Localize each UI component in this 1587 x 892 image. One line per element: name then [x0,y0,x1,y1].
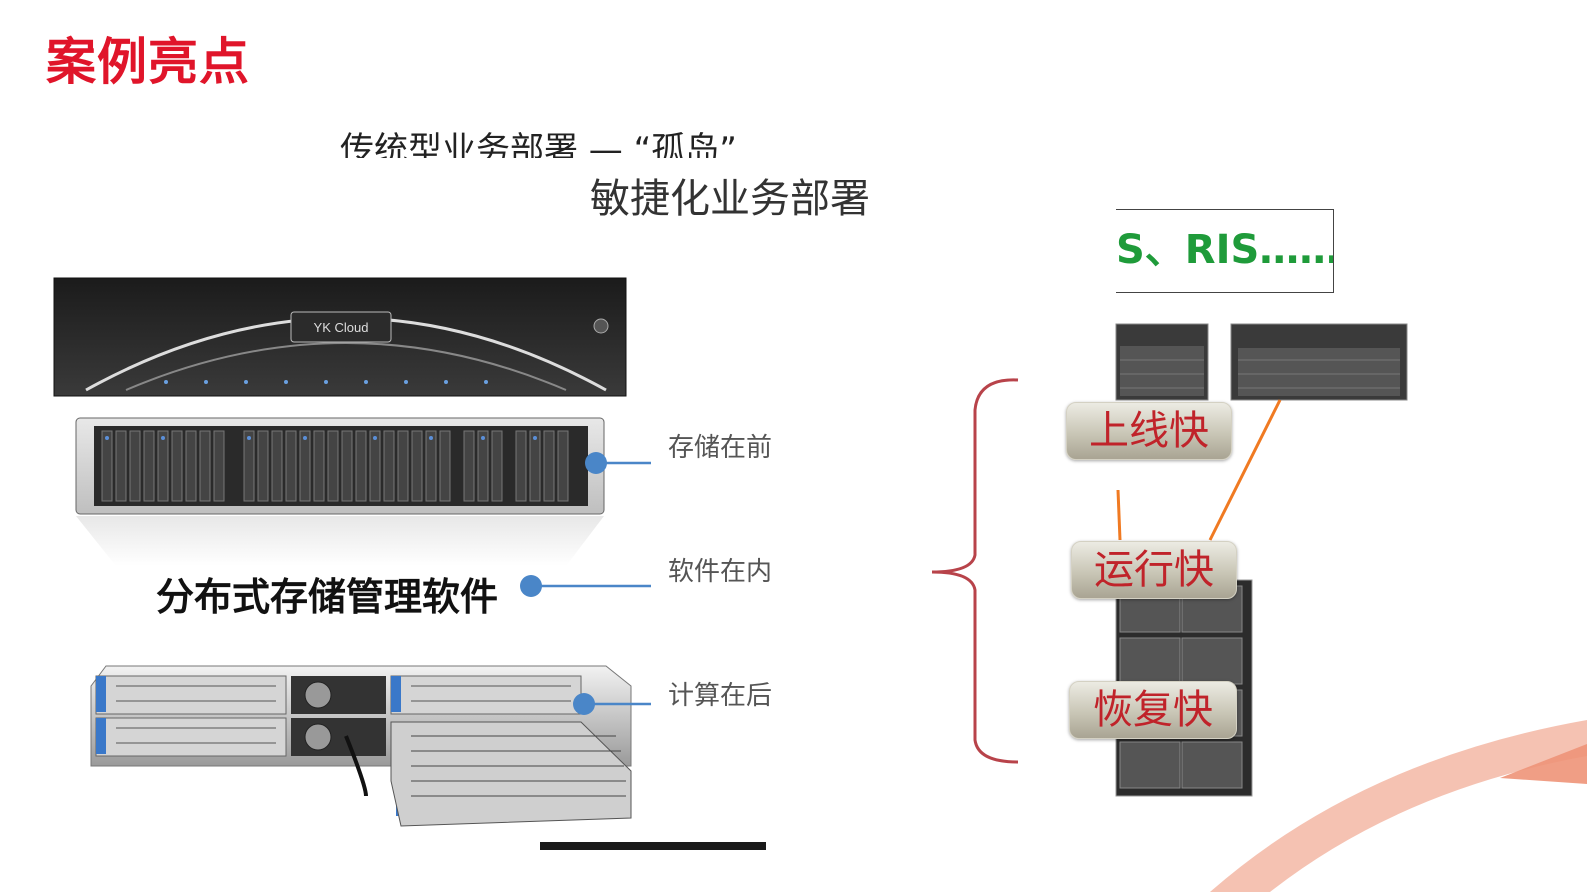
connector-line [1208,399,1282,541]
divider-bar [540,842,766,850]
brace-icon [931,378,1019,764]
traditional-heading: 传统型业务部署 — “孤岛” [340,130,737,158]
ris-text: S、RIS…… [1116,227,1334,273]
hyperconverged-appliance-illustration: YK Cloud [46,266,836,846]
ris-system-box: S、RIS…… [1116,209,1334,293]
brand-label: YK Cloud [314,320,369,335]
software-inside-label: 软件在内 [668,557,772,587]
traditional-heading-clipped: 传统型业务部署 — “孤岛” [340,128,900,158]
compute-back-label: 计算在后 [668,681,772,711]
distributed-software-label: 分布式存储管理软件 [156,575,498,619]
benefit-launch-fast: 上线快 [1066,402,1232,460]
appliance-figure: YK Cloud [53,277,772,827]
connector-line [1116,489,1122,541]
bezel-unit: YK Cloud [53,277,627,397]
tower-servers [1115,323,1408,401]
storage-front-label: 存储在前 [668,433,772,463]
compute-chassis [90,665,632,827]
slide-title: 案例亮点 [46,33,250,91]
storage-chassis [75,417,605,566]
decorative-swoosh [1210,720,1587,892]
benefit-run-fast: 运行快 [1071,541,1237,599]
agile-heading: 敏捷化业务部署 [590,176,870,222]
benefit-recover-fast: 恢复快 [1069,681,1237,739]
